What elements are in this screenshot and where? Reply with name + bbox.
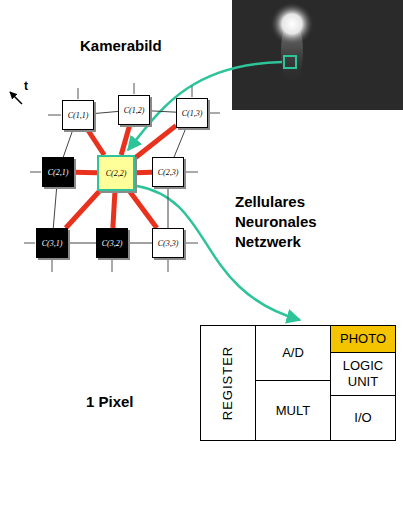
section-title: 1 Pixel (86, 392, 134, 412)
node-text: C(2,2) (106, 169, 127, 178)
grid-wires (24, 83, 220, 272)
grid-wire (53, 187, 56, 228)
red-connection (88, 130, 104, 155)
red-connection (121, 125, 130, 155)
camera-image (232, 0, 403, 110)
pixel-block: MULT (255, 380, 331, 441)
node-text: C(2,3) (158, 168, 179, 177)
axis-label: t (24, 78, 28, 95)
red-connection (113, 191, 115, 228)
grid-wire (150, 111, 176, 112)
cnn-cell: C(3,2) (96, 228, 128, 258)
red-connection (135, 126, 176, 158)
center-cell: C(2,2) (97, 155, 135, 191)
node-text: C(1,2) (124, 106, 145, 115)
grid-wire (68, 243, 96, 244)
node-text: A/D (282, 345, 304, 361)
red-connection (129, 191, 156, 228)
node-text: PHOTO (340, 331, 386, 347)
grid-wire (128, 243, 152, 244)
cnn-cell: C(2,1) (42, 157, 74, 187)
pointer-arrow (128, 62, 282, 150)
time-arrow (10, 92, 22, 104)
cnn-cell: C(3,3) (152, 228, 184, 258)
grid-wire (94, 111, 118, 113)
section-title: Zellulares Neuronales Netzwerk (235, 192, 347, 252)
pixel-block: LOGIC UNIT (330, 352, 396, 396)
pixel-block: I/O (330, 395, 396, 441)
grid-wire (168, 187, 169, 228)
cnn-cell: C(1,3) (176, 98, 208, 128)
pixel-block: A/D (255, 325, 331, 381)
node-text: C(3,1) (42, 239, 63, 248)
node-text: C(3,3) (158, 239, 179, 248)
red-connection (135, 170, 152, 175)
node-text: REGISTER (220, 346, 236, 420)
red-connection (66, 191, 100, 228)
grid-wire (174, 128, 186, 157)
pixel-marker (284, 56, 296, 68)
red-connection (74, 170, 97, 175)
cnn-cell: C(1,1) (62, 100, 94, 130)
node-text: MULT (276, 403, 310, 419)
pixel-block: REGISTER (200, 325, 256, 441)
pixel-block: PHOTO (330, 325, 396, 353)
node-text: C(3,2) (102, 239, 123, 248)
cnn-cell: C(2,3) (152, 157, 184, 187)
camera-blob (270, 2, 314, 46)
node-text: C(2,1) (48, 168, 69, 177)
grid-wire (63, 130, 72, 157)
section-title: Kamerabild (80, 36, 162, 56)
cnn-cell: C(3,1) (36, 228, 68, 258)
node-text: LOGIC UNIT (333, 358, 393, 390)
node-text: C(1,3) (182, 109, 203, 118)
node-text: C(1,1) (68, 111, 89, 120)
node-text: I/O (354, 410, 371, 426)
cnn-cell: C(1,2) (118, 95, 150, 125)
